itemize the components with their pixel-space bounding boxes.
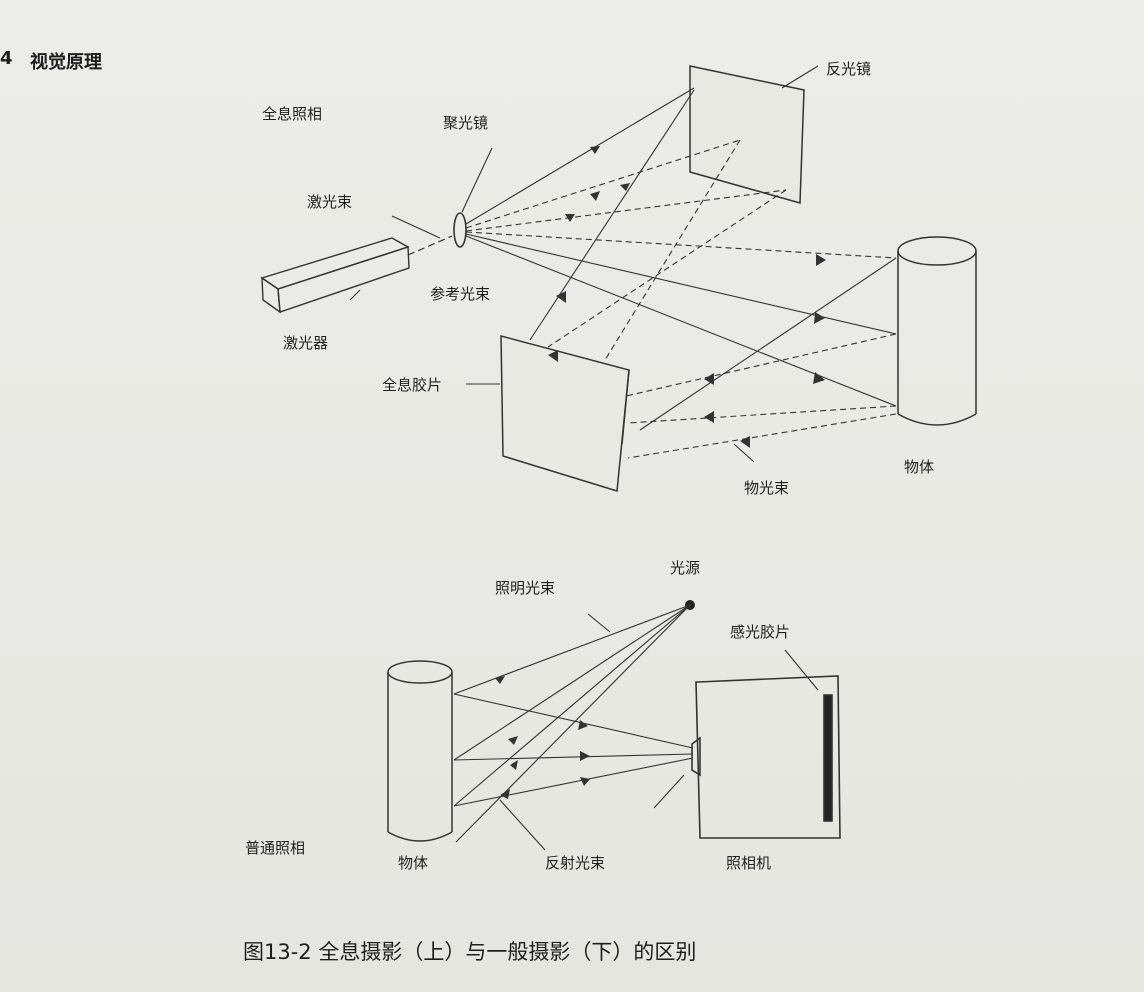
light-source-label: 光源 bbox=[670, 559, 701, 577]
ordinary-photography-title: 普通照相 bbox=[245, 839, 306, 857]
reference-beam-label: 参考光束 bbox=[430, 285, 491, 303]
hologram-film bbox=[500, 335, 630, 492]
holography-arrowheads bbox=[548, 146, 826, 448]
illumination-beam-label: 照明光束 bbox=[495, 579, 556, 597]
focusing-lens-label: 聚光镜 bbox=[443, 114, 489, 132]
photography-arrowheads bbox=[495, 676, 590, 799]
page-number: 4 bbox=[0, 48, 13, 69]
object-label-top: 物体 bbox=[904, 458, 935, 476]
holography-title: 全息照相 bbox=[262, 105, 323, 123]
holography-beams bbox=[465, 87, 897, 459]
hologram-film-label: 全息胶片 bbox=[382, 376, 443, 394]
camera-label: 照相机 bbox=[726, 854, 772, 872]
chapter-title: 视觉原理 bbox=[30, 52, 102, 73]
photography-rays bbox=[453, 604, 694, 843]
reflected-beam-label: 反射光束 bbox=[545, 854, 606, 872]
camera-box bbox=[691, 675, 841, 839]
laser-device bbox=[260, 237, 410, 314]
figure-caption: 图13-2 全息摄影（上）与一般摄影（下）的区别 bbox=[243, 940, 697, 964]
holography-leaders bbox=[349, 65, 819, 463]
laser-label: 激光器 bbox=[283, 334, 329, 352]
laser-beam-line bbox=[407, 235, 453, 256]
mirror-label: 反光镜 bbox=[826, 60, 872, 78]
laser-beam-label: 激光束 bbox=[307, 193, 353, 211]
photography-leaders bbox=[499, 613, 819, 851]
mirror bbox=[689, 65, 805, 204]
object-cylinder-top bbox=[897, 236, 977, 426]
focusing-lens bbox=[453, 212, 467, 248]
object-cylinder-bottom bbox=[387, 660, 453, 842]
object-beam-label: 物光束 bbox=[744, 479, 790, 497]
object-label-bottom: 物体 bbox=[398, 854, 429, 872]
photo-film-label: 感光胶片 bbox=[730, 623, 791, 641]
